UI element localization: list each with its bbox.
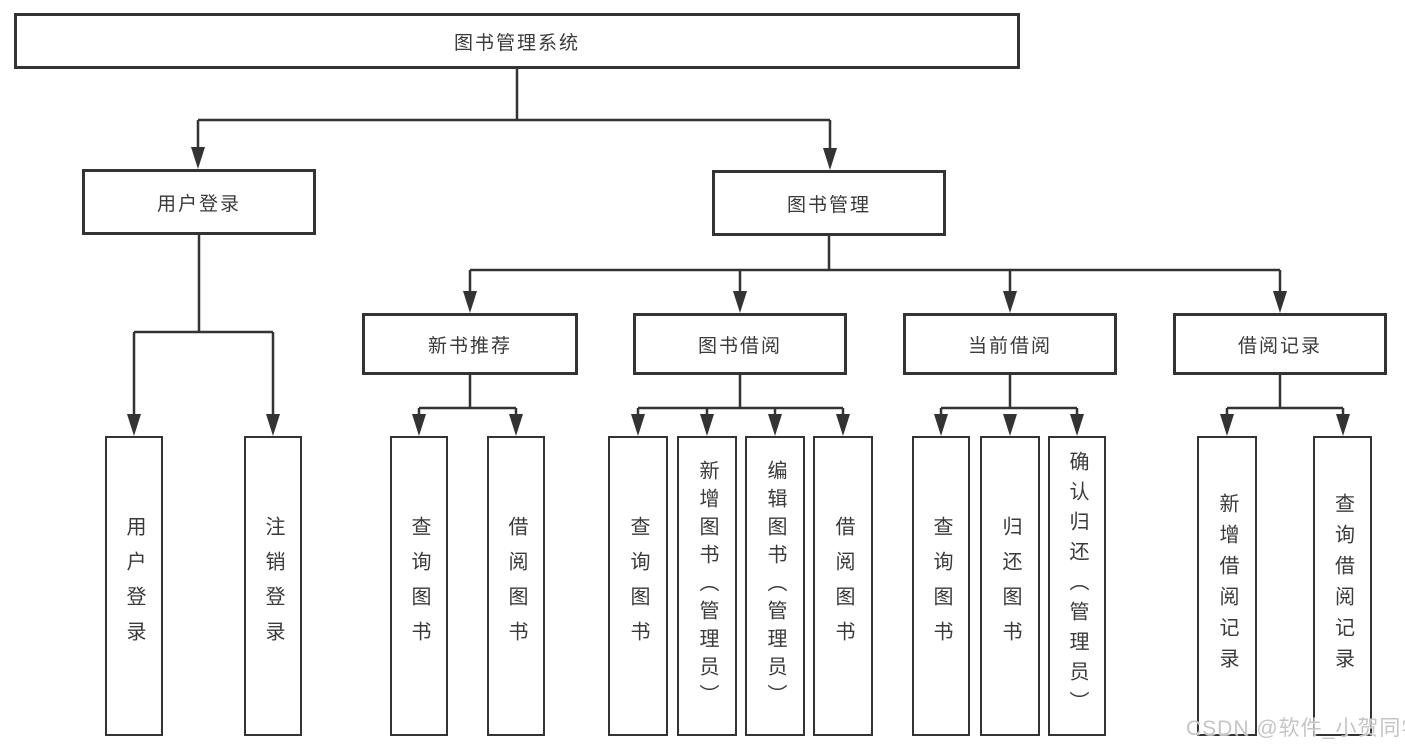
leaf-query-books-borrow: 查询图书 bbox=[608, 436, 668, 736]
leaf-label: 新增借阅记录 bbox=[1216, 493, 1238, 679]
leaf-label: 借阅图书 bbox=[832, 516, 854, 656]
node-current-borrowing: 当前借阅 bbox=[903, 313, 1117, 375]
leaf-borrow-books: 借阅图书 bbox=[813, 436, 873, 736]
node-borrowing-records: 借阅记录 bbox=[1173, 313, 1387, 375]
node-label: 图书借阅 bbox=[697, 335, 782, 357]
leaf-label: 新增图书（管理员） bbox=[696, 460, 718, 712]
leaf-add-books-admin: 新增图书（管理员） bbox=[677, 436, 737, 736]
node-label: 新书推荐 bbox=[427, 335, 512, 357]
leaf-borrow-books-recommend: 借阅图书 bbox=[487, 436, 545, 736]
leaf-label: 查询图书 bbox=[627, 516, 649, 656]
leaf-label: 注销登录 bbox=[262, 516, 284, 656]
leaf-label: 查询图书 bbox=[930, 516, 952, 656]
csdn-watermark: CSDN @软件_小贺同学 bbox=[1186, 717, 1405, 740]
leaf-label: 查询图书 bbox=[408, 516, 430, 656]
node-user-login: 用户登录 bbox=[82, 169, 316, 235]
leaf-label: 编辑图书（管理员） bbox=[764, 460, 786, 712]
node-label: 图书管理系统 bbox=[453, 32, 580, 54]
leaf-return-books: 归还图书 bbox=[980, 436, 1040, 736]
leaf-edit-books-admin: 编辑图书（管理员） bbox=[745, 436, 805, 736]
node-book-management: 图书管理 bbox=[712, 170, 946, 236]
leaf-label: 归还图书 bbox=[999, 516, 1021, 656]
leaf-query-borrow-record: 查询借阅记录 bbox=[1313, 436, 1372, 736]
arrowheads bbox=[127, 147, 1350, 436]
leaf-label: 查询借阅记录 bbox=[1331, 493, 1354, 679]
node-label: 借阅记录 bbox=[1237, 335, 1322, 357]
node-label: 用户登录 bbox=[156, 193, 241, 215]
leaf-query-books-recommend: 查询图书 bbox=[390, 436, 448, 736]
node-label: 图书管理 bbox=[786, 194, 871, 216]
node-new-book-recommendation: 新书推荐 bbox=[362, 313, 578, 375]
leaf-label: 借阅图书 bbox=[505, 516, 527, 656]
leaf-confirm-return-admin: 确认归还（管理员） bbox=[1048, 436, 1106, 736]
node-label: 当前借阅 bbox=[967, 335, 1052, 357]
leaf-add-borrow-record: 新增借阅记录 bbox=[1197, 436, 1257, 736]
leaf-label: 确认归还（管理员） bbox=[1066, 451, 1088, 721]
node-library-management-system: 图书管理系统 bbox=[14, 13, 1020, 69]
leaf-logout: 注销登录 bbox=[244, 436, 302, 736]
node-book-borrowing: 图书借阅 bbox=[633, 313, 847, 375]
leaf-query-books-current: 查询图书 bbox=[912, 436, 970, 736]
leaf-user-login: 用户登录 bbox=[105, 436, 163, 736]
leaf-label: 用户登录 bbox=[123, 516, 145, 656]
